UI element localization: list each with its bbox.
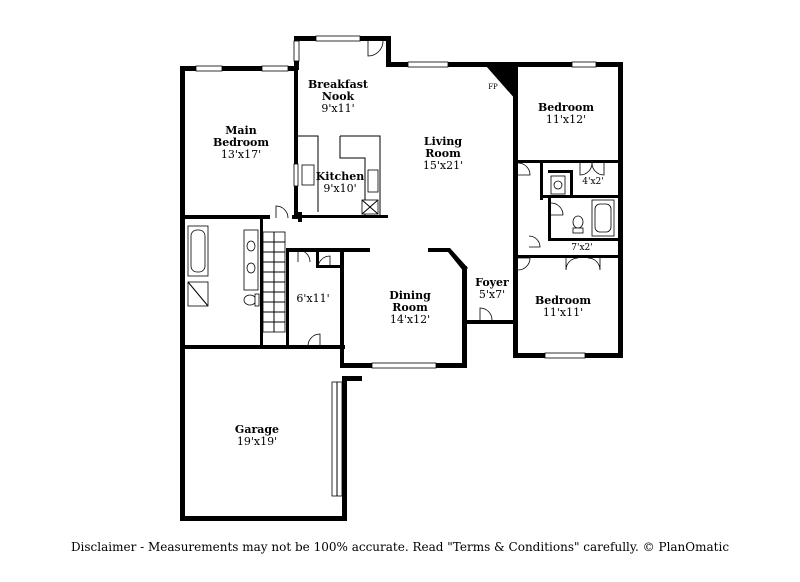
dining-room-size: 14'x12'	[390, 313, 430, 326]
breakfast-nook-label: Breakfast	[308, 78, 369, 91]
bedroom-1-size: 11'x12'	[546, 113, 586, 126]
room-labels: Breakfast Nook 9'x11' Main Bedroom 13'x1…	[213, 78, 604, 448]
living-room-label-2: Room	[425, 147, 461, 160]
living-room-label: Living	[424, 135, 462, 148]
kitchen-counters	[298, 135, 381, 215]
main-bedroom-label-2: Bedroom	[213, 136, 269, 149]
breakfast-nook-size: 9'x11'	[321, 102, 354, 115]
hall-bath-fixtures	[550, 175, 615, 237]
foyer-size: 5'x7'	[479, 288, 505, 301]
foyer-label: Foyer	[475, 276, 509, 289]
floor-plan: Breakfast Nook 9'x11' Main Bedroom 13'x1…	[180, 35, 623, 521]
main-bedroom-size: 13'x17'	[221, 148, 261, 161]
dining-room-label-2: Room	[392, 301, 428, 314]
interior-walls	[185, 66, 618, 368]
laundry-size: 6'x11'	[296, 292, 329, 305]
bedroom-2-label: Bedroom	[535, 294, 591, 307]
stairs	[262, 231, 286, 333]
dining-room-label: Dining	[389, 289, 431, 302]
breakfast-nook-label-2: Nook	[322, 90, 355, 103]
closet-4x2-size: 4'x2'	[582, 177, 603, 187]
disclaimer-text: Disclaimer - Measurements may not be 100…	[70, 540, 730, 554]
living-room-size: 15'x21'	[423, 159, 463, 172]
main-bedroom-label: Main	[225, 124, 256, 137]
garage-door	[331, 381, 343, 497]
fireplace-label: FP	[488, 83, 498, 91]
kitchen-label: Kitchen	[316, 170, 365, 183]
doors	[275, 40, 605, 347]
kitchen-size: 9'x10'	[323, 182, 356, 195]
bedroom-2-size: 11'x11'	[543, 306, 583, 319]
bedroom-1-label: Bedroom	[538, 101, 594, 114]
closet-7x2-size: 7'x2'	[571, 243, 592, 253]
main-bath-fixtures	[187, 225, 260, 307]
garage-size: 19'x19'	[237, 435, 277, 448]
garage-label: Garage	[235, 423, 279, 436]
windows	[195, 35, 597, 369]
